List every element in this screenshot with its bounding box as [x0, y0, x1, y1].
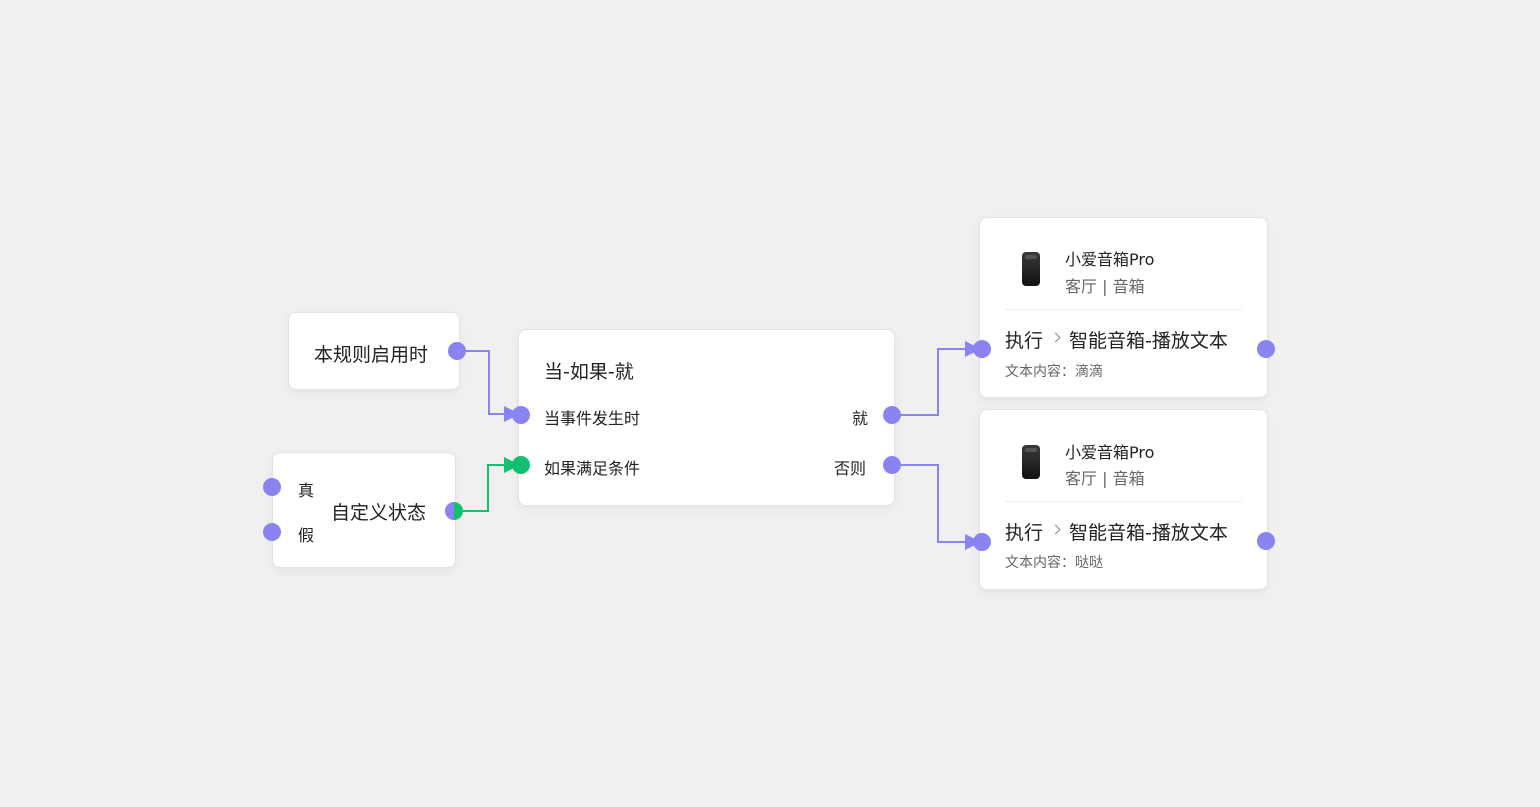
- else-output-port[interactable]: [883, 456, 901, 474]
- trigger-output-port[interactable]: [448, 342, 466, 360]
- if-input-port[interactable]: [512, 456, 530, 474]
- else-label: 否则: [834, 459, 867, 478]
- state-node-title: 自定义状态: [331, 502, 427, 524]
- smart-speaker-icon: [1022, 252, 1040, 286]
- if-label: 如果满足条件: [544, 459, 641, 478]
- action-detail: 文本内容：滴滴: [1005, 364, 1103, 380]
- device-name: 小爱音箱Pro: [1065, 443, 1155, 462]
- action-name: 智能音箱-播放文本: [1069, 330, 1228, 352]
- chevron-right-icon: [1050, 332, 1061, 343]
- trigger-node-title: 本规则启用时: [314, 344, 429, 366]
- divider: [1005, 309, 1242, 310]
- action-1-output-port[interactable]: [1257, 340, 1275, 358]
- action-name: 智能音箱-播放文本: [1069, 522, 1228, 544]
- action-node-1[interactable]: 小爱音箱Pro 客厅 | 音箱 执行 智能音箱-播放文本 文本内容：滴滴: [973, 217, 1275, 398]
- wire-else-to-action-2: [895, 464, 981, 550]
- then-label: 就: [852, 409, 869, 428]
- state-true-label: 真: [298, 481, 315, 500]
- chevron-right-icon: [1050, 524, 1061, 535]
- wire-state-to-if: [456, 457, 520, 512]
- action-detail: 文本内容：哒哒: [1005, 555, 1103, 571]
- when-input-port[interactable]: [512, 406, 530, 424]
- wire-then-to-action-1: [895, 341, 981, 416]
- wire-trigger-to-when: [460, 350, 520, 422]
- logic-node-title: 当-如果-就: [544, 361, 634, 383]
- smart-speaker-icon: [1022, 445, 1040, 479]
- trigger-node[interactable]: 本规则启用时: [288, 312, 466, 390]
- state-true-input-port[interactable]: [263, 478, 281, 496]
- exec-label: 执行: [1005, 330, 1044, 352]
- device-location: 客厅 | 音箱: [1065, 277, 1145, 296]
- state-false-label: 假: [298, 526, 315, 545]
- device-name: 小爱音箱Pro: [1065, 250, 1155, 269]
- state-output-port[interactable]: [445, 502, 463, 520]
- state-false-input-port[interactable]: [263, 523, 281, 541]
- device-location: 客厅 | 音箱: [1065, 469, 1145, 488]
- state-node[interactable]: 真 假 自定义状态: [263, 452, 463, 568]
- logic-node[interactable]: 当-如果-就 当事件发生时 如果满足条件 就 否则: [512, 329, 901, 506]
- exec-label: 执行: [1005, 522, 1044, 544]
- divider: [1005, 501, 1242, 502]
- then-output-port[interactable]: [883, 406, 901, 424]
- action-2-output-port[interactable]: [1257, 532, 1275, 550]
- action-2-input-port[interactable]: [973, 533, 991, 551]
- action-node-2[interactable]: 小爱音箱Pro 客厅 | 音箱 执行 智能音箱-播放文本 文本内容：哒哒: [973, 409, 1275, 590]
- action-1-input-port[interactable]: [973, 340, 991, 358]
- when-label: 当事件发生时: [544, 409, 641, 428]
